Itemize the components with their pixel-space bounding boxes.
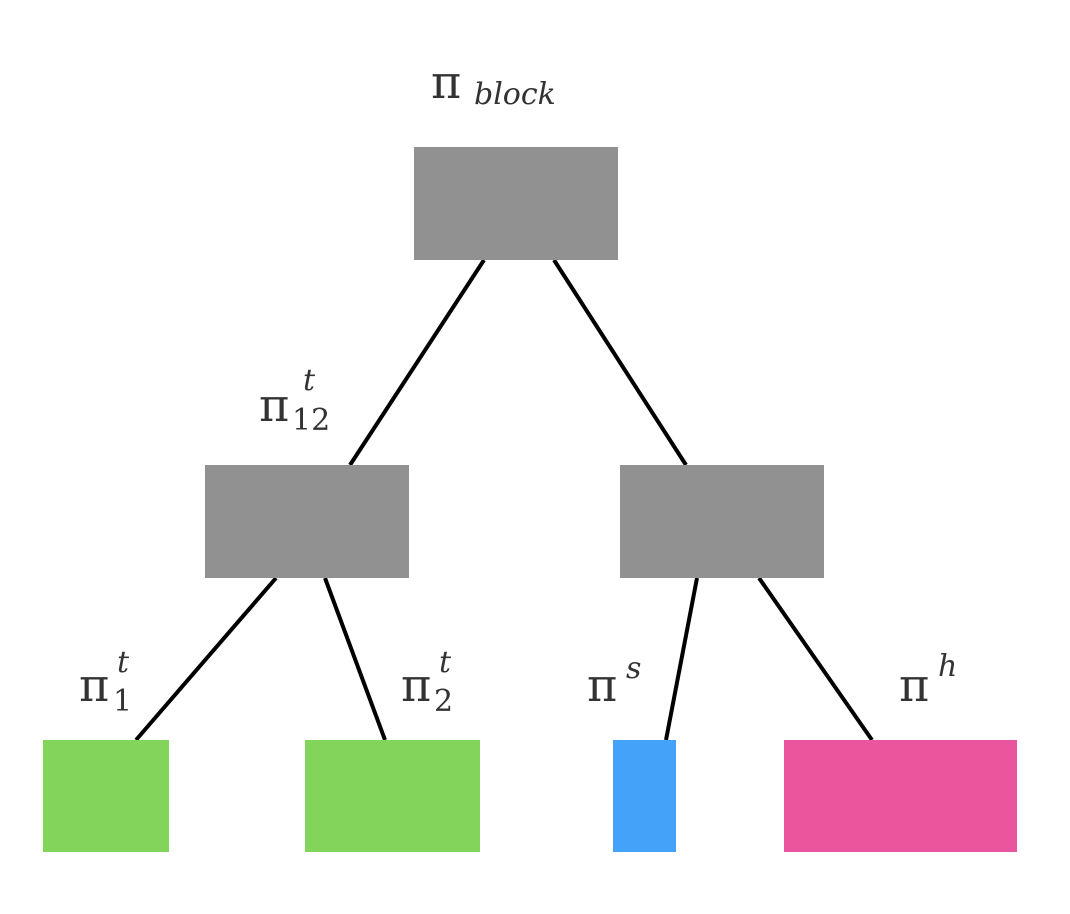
leaf-2-label-sup: t (439, 645, 452, 680)
leaf-1-label-sup: t (117, 645, 130, 680)
leaf-2-label: π t 2 (401, 645, 453, 719)
root-node (414, 147, 618, 260)
root-label-main: π (431, 55, 461, 109)
leaf-1-label-sub: 1 (113, 684, 132, 719)
leaf-h-label-main: π (899, 658, 929, 712)
leaf-2-label-sub: 2 (434, 684, 453, 719)
root-label-sub: block (474, 77, 556, 112)
leaf-2-label-main: π (401, 658, 431, 712)
leaf-1-label-main: π (79, 658, 109, 712)
tree-edges (134, 258, 874, 742)
edge-left-leaf1 (134, 576, 278, 742)
edge-right-leafs (664, 577, 699, 741)
edge-root-right (552, 258, 688, 467)
leaf-1-node (43, 740, 169, 852)
leaf-h-label: π h (899, 649, 957, 712)
right-internal-node (620, 465, 824, 578)
left-internal-node (205, 465, 409, 578)
edge-left-leaf2 (323, 577, 387, 741)
left-internal-label-main: π (259, 378, 289, 432)
left-internal-label-sup: t (303, 363, 316, 398)
edge-root-left (348, 258, 486, 467)
edge-right-leafh (757, 576, 874, 742)
left-internal-label: π t 12 (259, 363, 330, 438)
leaf-2-node (305, 740, 480, 852)
left-internal-label-sub: 12 (292, 403, 330, 438)
leaf-s-label-sup: s (626, 651, 641, 686)
leaf-h-label-sup: h (938, 649, 957, 684)
leaf-h-node (784, 740, 1017, 852)
leaf-s-node (613, 740, 676, 852)
leaf-s-label: π s (587, 651, 641, 712)
leaf-1-label: π t 1 (79, 645, 132, 719)
leaf-s-label-main: π (587, 658, 617, 712)
root-label: π block (431, 55, 556, 112)
